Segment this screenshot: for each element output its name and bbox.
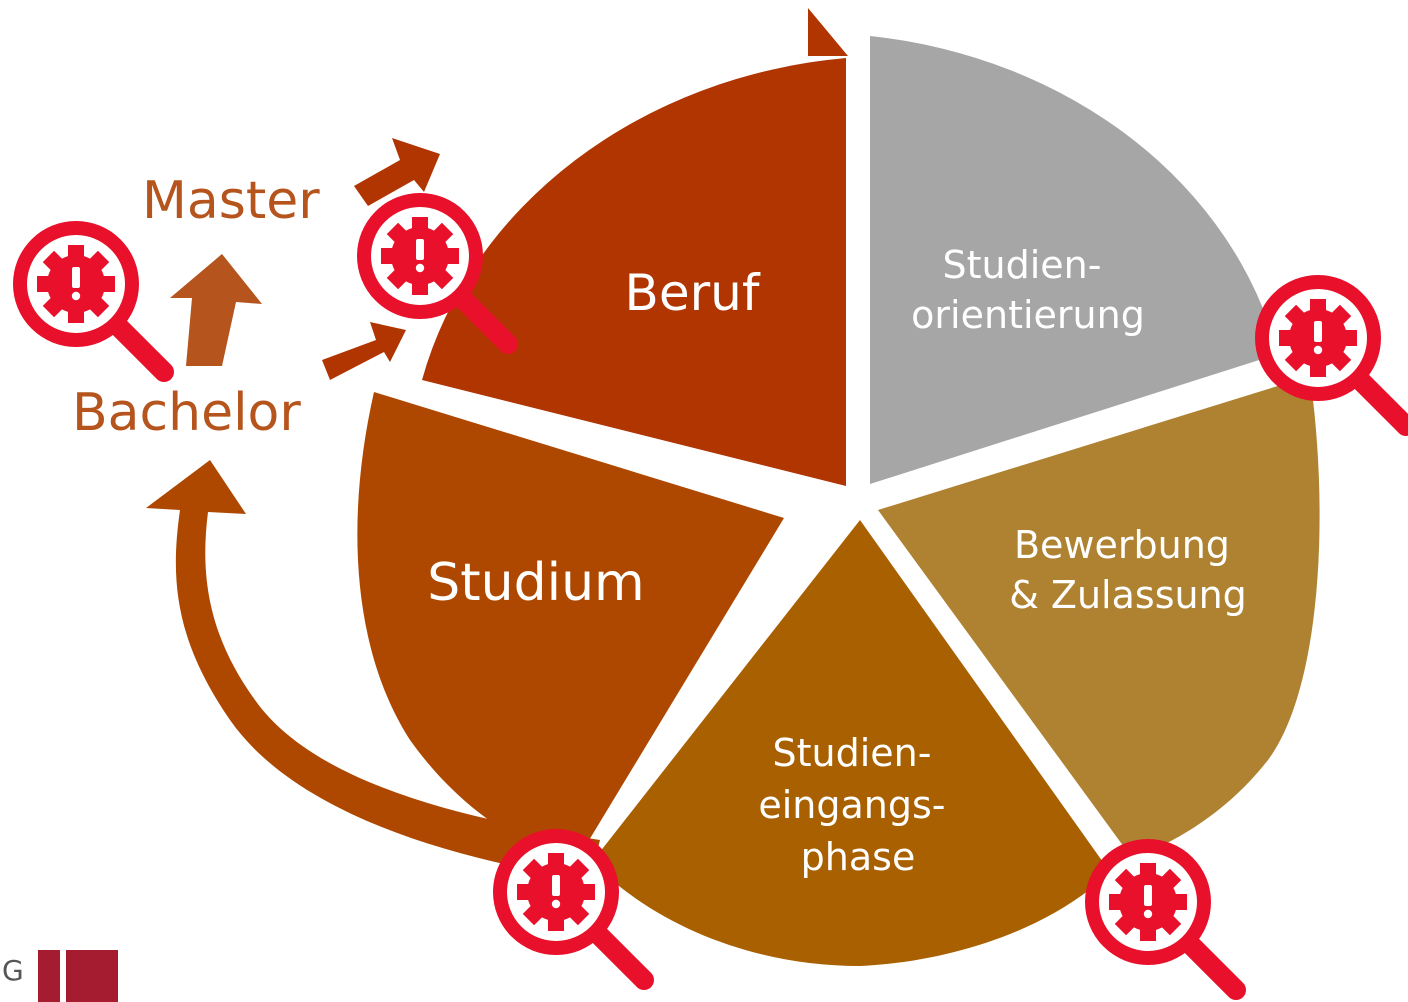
label-beruf: Beruf: [625, 264, 761, 322]
label-bewerbung: Bewerbung & Zulassung: [1009, 523, 1247, 617]
beruf-arrow-tip: [808, 8, 848, 56]
magnifier-warning-icon: [1092, 846, 1236, 990]
arrow-bachelor-to-beruf: [322, 322, 406, 380]
arrow-master-to-beruf: [354, 138, 440, 206]
label-studieneingangsphase: Studien- eingangs- phase: [758, 731, 957, 879]
segment-beruf: [422, 58, 846, 486]
svg-text:G: G: [2, 954, 24, 987]
logo: G: [2, 950, 118, 1002]
label-bachelor: Bachelor: [72, 383, 301, 443]
label-studienorientierung: Studien- orientierung: [911, 243, 1145, 337]
label-studium: Studium: [427, 553, 644, 613]
segment-studieneingangsphase: [592, 520, 1110, 966]
arrow-bachelor-to-master: [170, 254, 262, 366]
segment-bewerbung: [878, 376, 1320, 858]
segment-studium: [357, 392, 784, 865]
segment-studienorientierung: [870, 36, 1278, 484]
magnifier-warning-icon: [20, 228, 164, 372]
label-master: Master: [142, 171, 320, 231]
